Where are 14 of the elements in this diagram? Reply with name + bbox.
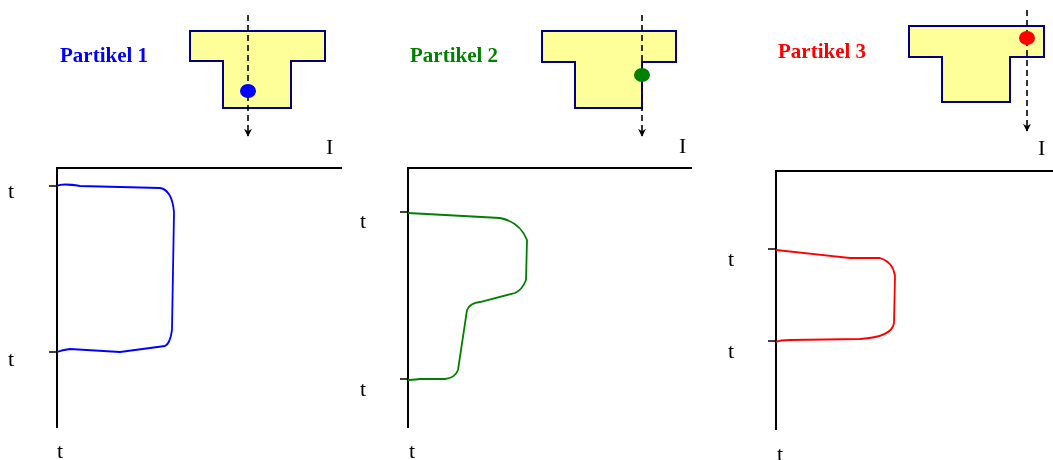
axis-label: I (1038, 137, 1046, 159)
axis-label: t (409, 440, 416, 460)
axis-label: I (326, 136, 334, 158)
axis-label: t (57, 440, 64, 460)
axis-label: I (679, 135, 687, 157)
axis-label: t (8, 180, 15, 202)
particle-label: Partikel 1 (60, 45, 149, 66)
axis-label: t (728, 248, 735, 270)
axis-label: t (360, 210, 367, 232)
particle-label: Partikel 3 (778, 41, 867, 62)
axis-label: t (728, 340, 735, 362)
axis-label: t (360, 378, 367, 400)
axis-label: t (8, 348, 15, 370)
particle-label: Partikel 2 (410, 45, 499, 66)
